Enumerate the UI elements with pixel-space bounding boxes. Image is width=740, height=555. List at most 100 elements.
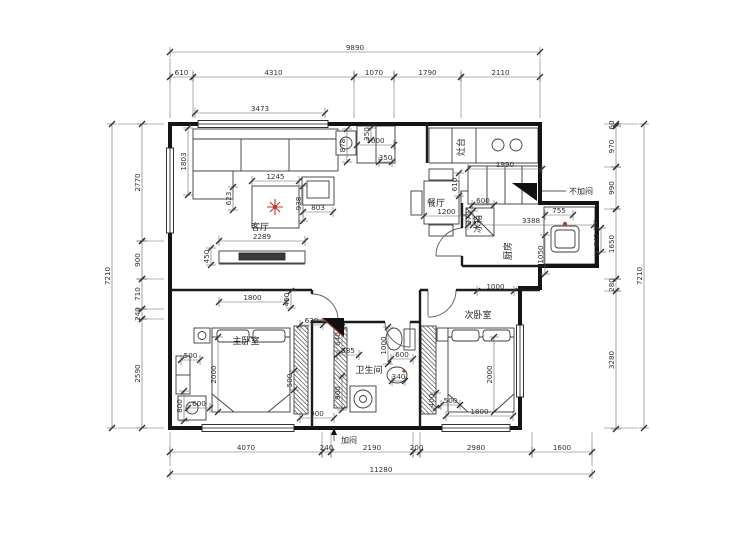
dim-kitchen-0: 1990 [464, 160, 546, 174]
label-master-bedroom: 主卧室 [232, 335, 259, 347]
room-labels: 客厅 餐厅 厨房 灶台 冰箱 主卧室 卫生间 次卧室 不加闷 加闷 [232, 138, 593, 445]
dim-left-1: 900 [133, 237, 147, 283]
label-no-seal: 不加闷 [569, 186, 593, 196]
dim-bottom-2: 2190 [327, 443, 417, 457]
dim-master-3: 800 [175, 387, 189, 425]
label-seal: 加闷 [341, 435, 357, 445]
svg-text:2110: 2110 [491, 68, 510, 77]
dim-living-5: 803 [299, 203, 337, 217]
svg-text:2190: 2190 [363, 443, 382, 452]
svg-text:990: 990 [607, 181, 616, 195]
dim-living-6: 878 [338, 125, 352, 166]
bathroom-door [384, 321, 411, 348]
window-second-right [516, 324, 524, 398]
svg-text:610: 610 [450, 177, 459, 191]
dim-left-4: 2590 [133, 315, 147, 432]
dim-living-3: 623 [224, 183, 238, 214]
wardrobe-master [293, 325, 309, 415]
svg-text:878: 878 [338, 138, 347, 152]
tv-cabinet [218, 250, 306, 265]
dining-table [423, 180, 460, 225]
svg-text:3280: 3280 [607, 350, 616, 369]
svg-text:585: 585 [341, 346, 355, 355]
dim-top-4: 2110 [457, 68, 544, 82]
svg-text:4310: 4310 [264, 68, 283, 77]
svg-text:1000: 1000 [366, 136, 385, 145]
svg-text:1070: 1070 [365, 68, 384, 77]
svg-text:900: 900 [333, 386, 342, 400]
dim-bath-7: 900 [333, 372, 347, 414]
toilet [385, 327, 416, 351]
kitchen-furniture [428, 127, 596, 265]
dim-bottom-0: 4070 [166, 443, 326, 457]
dim-living-9: 350 [375, 153, 396, 167]
dining-chair [428, 224, 454, 237]
dim-left-outer: 7210 [103, 120, 117, 432]
svg-text:710: 710 [133, 287, 142, 301]
dim-living-10: 2289 [215, 232, 309, 246]
label-fridge: 冰箱 [472, 215, 484, 233]
dim-kitchen-2: 600 [468, 196, 498, 210]
master-bed [211, 327, 291, 413]
dim-living-11: 450 [202, 244, 216, 269]
svg-text:3388: 3388 [522, 216, 541, 225]
dim-right-2: 990 [607, 163, 621, 213]
dim-living-0: 3473 [191, 104, 329, 118]
label-kitchen: 厨房 [502, 242, 514, 260]
walls [168, 122, 599, 430]
svg-text:2289: 2289 [253, 232, 272, 241]
svg-text:755: 755 [552, 206, 566, 215]
dresser [175, 355, 191, 395]
dim-master-1: 2000 [209, 333, 223, 416]
svg-text:610: 610 [175, 68, 189, 77]
svg-text:2000: 2000 [209, 365, 218, 384]
windows [166, 120, 524, 432]
dim-second-0: 400 [427, 389, 441, 412]
dim-kitchen-7: 642 [592, 224, 606, 256]
interior-walls [170, 124, 540, 428]
dim-top-2: 1070 [350, 68, 398, 82]
svg-text:11280: 11280 [370, 465, 393, 474]
faucet-icon [562, 221, 568, 227]
tv-icon [238, 252, 286, 261]
svg-text:1790: 1790 [418, 68, 437, 77]
annotations [321, 317, 345, 441]
sofa [192, 128, 357, 200]
pillow [216, 329, 250, 343]
seal-arrow-icon [331, 428, 337, 435]
svg-text:623: 623 [224, 192, 233, 206]
dim-bottom-5: 1600 [528, 443, 596, 457]
second-bedroom-door [427, 289, 457, 318]
dim-living-8: 350 [362, 124, 376, 144]
window-second-bottom [441, 424, 511, 432]
dim-living-12: 1800 [215, 293, 290, 307]
label-living-room: 客厅 [251, 221, 269, 233]
dim-second-2: 2000 [485, 333, 499, 416]
dining-furniture [410, 168, 473, 237]
nightstand [436, 327, 449, 342]
dim-bath-4: 1000 [379, 323, 393, 368]
dim-top-1: 4310 [189, 68, 358, 82]
svg-text:3473: 3473 [251, 104, 269, 113]
burner-icon [509, 138, 523, 152]
faucet-icon [402, 369, 406, 373]
armchair [301, 176, 335, 206]
svg-text:1050: 1050 [536, 245, 545, 264]
washing-machine [349, 385, 377, 413]
svg-text:2590: 2590 [133, 364, 142, 383]
stove-counter [428, 127, 539, 164]
dim-left-3: 240 [133, 305, 147, 323]
svg-text:500: 500 [444, 396, 458, 405]
svg-text:1000: 1000 [486, 282, 505, 291]
dim-kitchen-8: 1050 [536, 231, 550, 278]
dining-chair [410, 190, 423, 216]
svg-text:2000: 2000 [485, 365, 494, 384]
dim-bath-8: 900 [296, 409, 338, 423]
window-living-top [197, 120, 329, 128]
dim-master-2: 500 [285, 367, 299, 394]
dim-living-4: 938 [294, 182, 308, 225]
svg-text:4070: 4070 [237, 443, 256, 452]
svg-text:640: 640 [333, 332, 342, 346]
